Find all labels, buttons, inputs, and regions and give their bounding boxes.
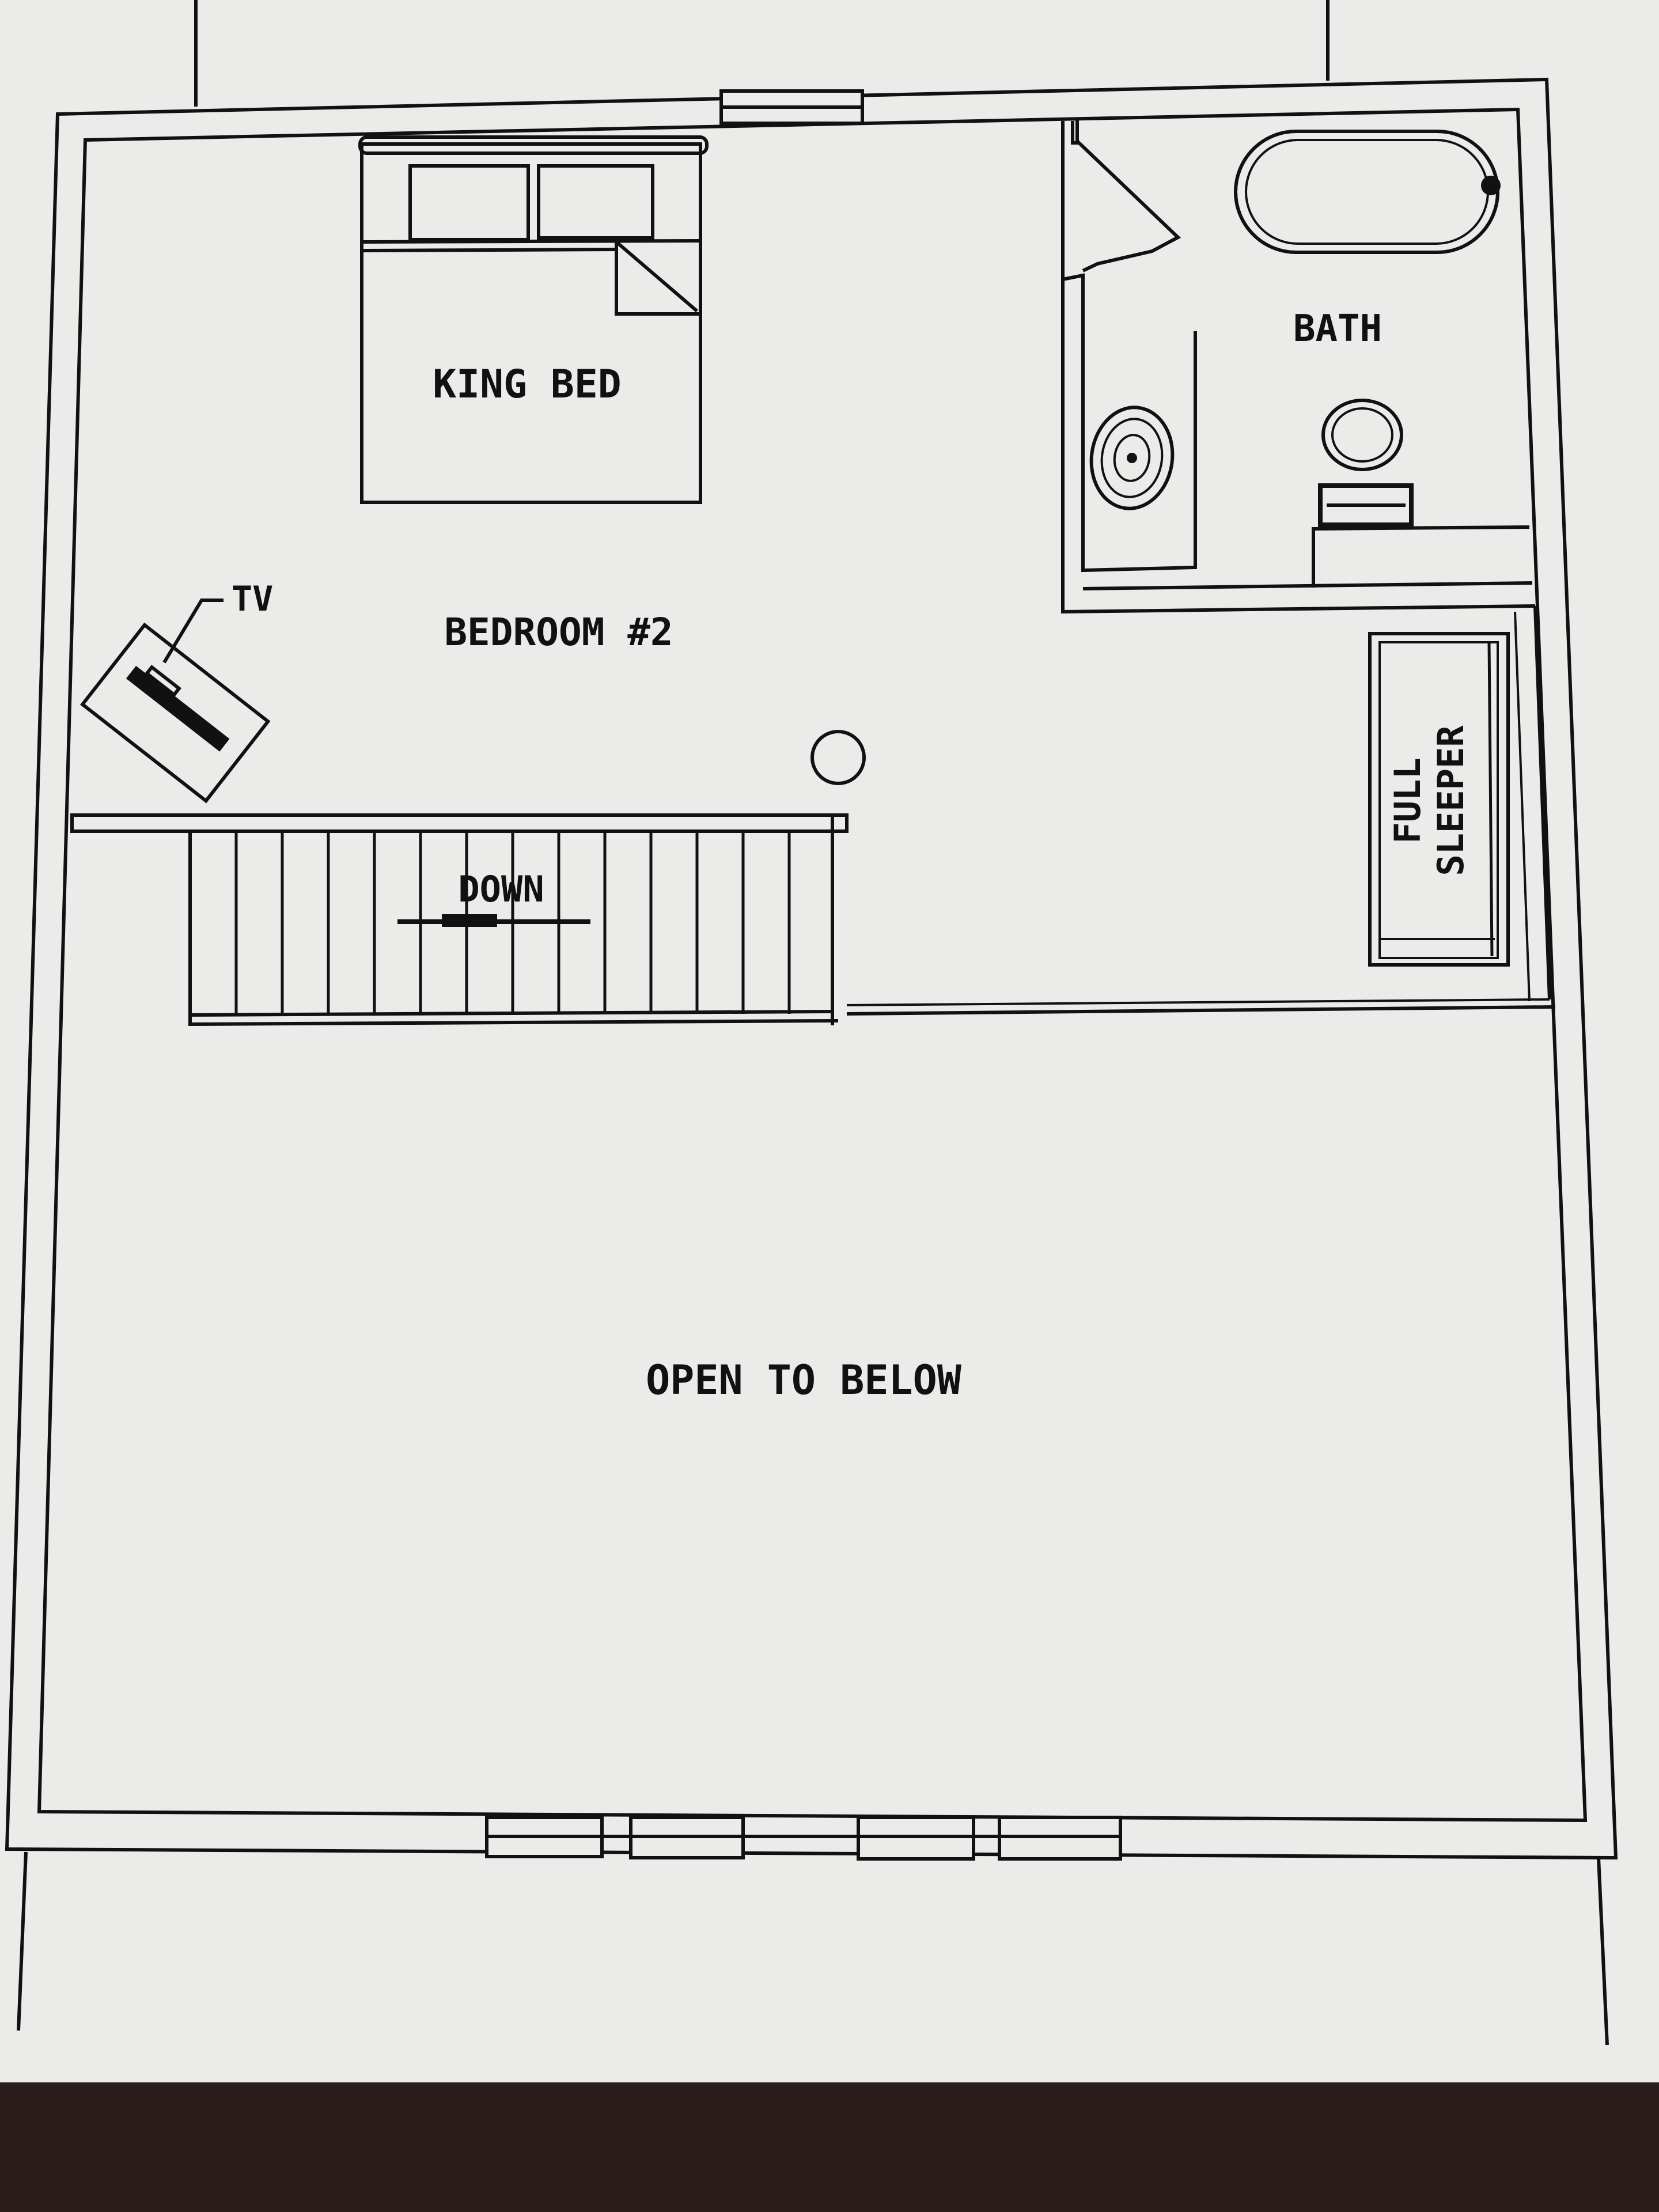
tv-stand bbox=[144, 664, 181, 698]
tv-cabinet bbox=[79, 622, 271, 804]
sleeper-label-line2: SLEEPER bbox=[1430, 725, 1472, 876]
sink-drain-icon bbox=[1127, 453, 1137, 463]
bed-pillow-left bbox=[408, 164, 530, 241]
bedroom-label: BEDROOM #2 bbox=[444, 610, 673, 654]
bath-wall-lower bbox=[1061, 279, 1536, 614]
inner-wall bbox=[37, 107, 1588, 1823]
sink bbox=[1089, 406, 1175, 510]
bed-headboard bbox=[358, 135, 709, 155]
sink-basin bbox=[1100, 418, 1164, 498]
bed-turned-corner bbox=[615, 242, 700, 316]
bath-door-swing bbox=[1075, 139, 1181, 272]
full-sleeper bbox=[1368, 632, 1510, 967]
toilet-bowl bbox=[1321, 399, 1403, 471]
stair-arrow-head bbox=[442, 914, 497, 927]
column-post bbox=[810, 730, 866, 785]
loft-edge bbox=[846, 1005, 1556, 1016]
tv-leader-line bbox=[162, 599, 224, 664]
toilet-partition bbox=[1312, 525, 1530, 588]
toilet-tank bbox=[1318, 483, 1414, 527]
bedroom-right-wall-inner bbox=[1514, 611, 1531, 1002]
outer-wall bbox=[5, 77, 1618, 1860]
stairs-label: DOWN bbox=[458, 868, 544, 910]
sink-bowl bbox=[1113, 434, 1151, 482]
deck-line-bottom-right bbox=[1597, 1857, 1609, 2046]
tv-label: TV bbox=[232, 579, 273, 619]
sleeper-label-line1: FULL bbox=[1387, 757, 1429, 843]
sleeper-back bbox=[1487, 642, 1494, 957]
desk-edge bbox=[0, 2082, 1659, 2212]
bath-door-jamb bbox=[1071, 120, 1079, 145]
bathtub-faucet-icon bbox=[1481, 176, 1501, 195]
bath-vanity-wall bbox=[1061, 121, 1197, 573]
open-area-label: OPEN TO BELOW bbox=[646, 1357, 962, 1404]
tv-screen bbox=[126, 665, 230, 752]
bath-label: BATH bbox=[1293, 308, 1382, 350]
bath-wall-inner bbox=[1082, 581, 1533, 590]
bed-sheet-line-2 bbox=[361, 248, 617, 252]
stair-outline bbox=[188, 831, 839, 1027]
bedroom-right-wall bbox=[1533, 605, 1551, 1000]
bed-fold-line bbox=[615, 240, 698, 313]
stair-railing bbox=[70, 813, 849, 833]
bed-pillow-right bbox=[537, 164, 654, 240]
king-bed bbox=[360, 142, 702, 504]
tv-unit bbox=[79, 622, 271, 804]
toilet-seat bbox=[1331, 407, 1393, 463]
sleeper-cushion bbox=[1378, 641, 1499, 959]
bed-label: KING BED bbox=[433, 362, 622, 407]
loft-edge-inner bbox=[846, 998, 1550, 1006]
bed-sheet-line bbox=[361, 239, 701, 244]
deck-line-bottom-left bbox=[17, 1851, 28, 2031]
sleeper-label-group: FULL SLEEPER bbox=[1387, 725, 1472, 876]
